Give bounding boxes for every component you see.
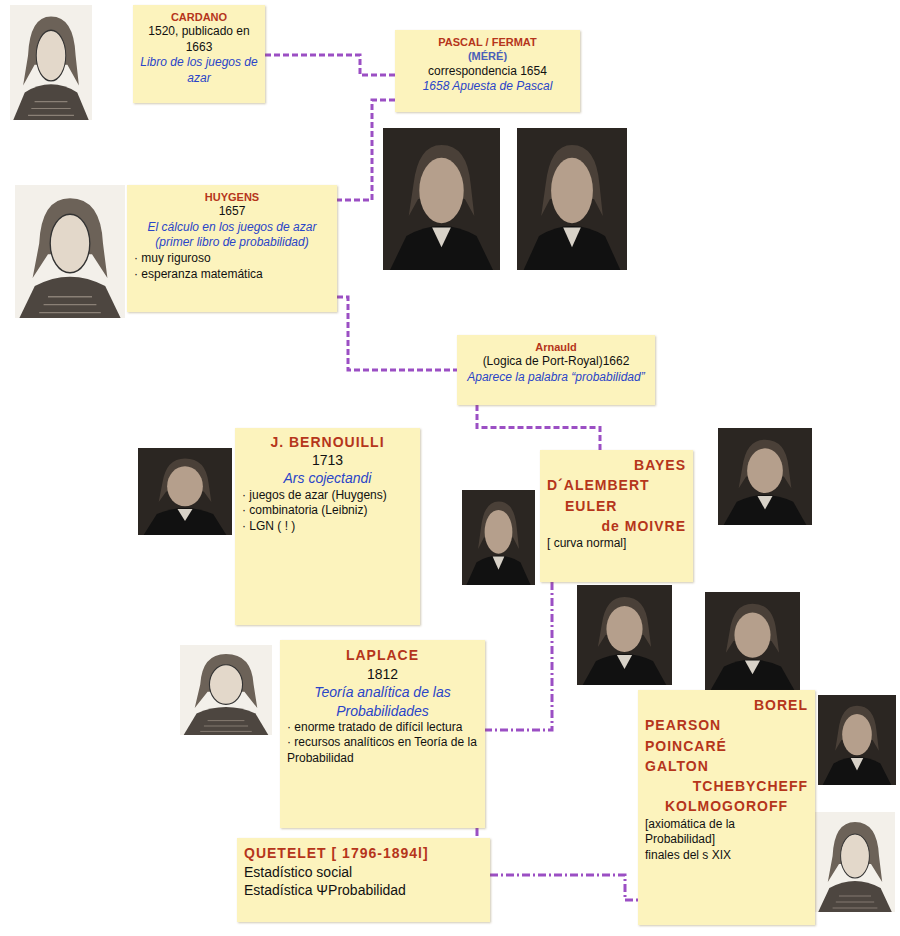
box-text: GALTON [645, 756, 808, 776]
box-text: [axiomática de la Probabilidad] [645, 817, 808, 848]
box-text: 1658 Apuesta de Pascal [402, 79, 573, 95]
box-text: 1520, publicado en 1663 [140, 24, 258, 55]
portrait [718, 428, 812, 525]
portrait [10, 5, 92, 120]
box-text: 1657 [134, 204, 330, 220]
box-text: EULER [547, 496, 686, 516]
portrait [815, 812, 895, 912]
box-text: Estadístico social [244, 863, 483, 881]
box-heading: HUYGENS [134, 190, 330, 204]
box-text: · combinatoria (Leibniz) [242, 503, 413, 519]
laplace-box: LAPLACE1812Teoría analítica de las Proba… [280, 640, 485, 828]
box-text: D´ALEMBERT [547, 475, 686, 495]
portrait [15, 185, 125, 318]
box-text: 1713 [242, 451, 413, 469]
box-heading: CARDANO [140, 10, 258, 24]
box-text: correspondencia 1654 [402, 64, 573, 80]
portrait [138, 448, 232, 535]
box-text: Estadística ΨProbabilidad [244, 881, 483, 899]
eighteenth-century-box: BAYESD´ALEMBERTEULERde MOIVRE[ curva nor… [540, 450, 693, 582]
box-text: Aparece la palabra “probabilidad” [464, 370, 648, 386]
box-text: 1812 [287, 665, 478, 683]
box-text: [ curva normal] [547, 536, 686, 552]
portrait [818, 695, 896, 785]
box-text: Teoría analítica de las Probabilidades [287, 683, 478, 719]
timeline-connector [337, 297, 457, 370]
timeline-connector [476, 828, 479, 838]
box-text: Ars cojectandi [242, 469, 413, 487]
box-text: de MOIVRE [547, 516, 686, 536]
box-text: KOLMOGOROFF [645, 796, 808, 816]
box-text: · enorme tratado de difícil lectura [287, 720, 478, 736]
cardano-box: CARDANO1520, publicado en 1663Libro de l… [133, 5, 265, 103]
box-heading: BOREL [645, 695, 808, 715]
box-text: PEARSON [645, 715, 808, 735]
timeline-connector [477, 405, 600, 450]
timeline-connector [490, 875, 638, 900]
bernoulli-box: J. BERNOUILLI1713Ars cojectandi· juegos … [235, 428, 420, 625]
box-text: finales del s XIX [645, 848, 808, 864]
quetelet-box: QUETELET [ 1796-1894l]Estadístico social… [237, 838, 490, 922]
box-text: · LGN ( ! ) [242, 519, 413, 535]
huygens-box: HUYGENS1657El cálculo en los juegos de a… [127, 185, 337, 312]
box-text: (Logica de Port-Royal)1662 [464, 354, 648, 370]
box-text: · juegos de azar (Huygens) [242, 488, 413, 504]
box-heading: QUETELET [ 1796-1894l] [244, 843, 483, 863]
portrait [577, 585, 672, 685]
pascal-fermat-box: PASCAL / FERMAT(MÉRÉ)correspondencia 165… [395, 30, 580, 112]
box-text: · recursos analíticos en Teoría de la Pr… [287, 735, 478, 766]
box-text: POINCARÉ [645, 736, 808, 756]
box-text: Libro de los juegos de azar [140, 55, 258, 86]
portrait [180, 645, 272, 735]
box-heading: LAPLACE [287, 645, 478, 665]
portrait [462, 490, 535, 585]
box-text: · muy riguroso [134, 251, 330, 267]
arnauld-box: Arnauld(Logica de Port-Royal)1662Aparece… [457, 335, 655, 405]
box-heading: BAYES [547, 455, 686, 475]
portrait [517, 128, 627, 270]
box-text: · esperanza matemática [134, 267, 330, 283]
box-heading: PASCAL / FERMAT [402, 35, 573, 49]
portrait [383, 128, 500, 270]
timeline-connector [337, 100, 395, 200]
box-text: (MÉRÉ) [402, 49, 573, 63]
box-heading: J. BERNOUILLI [242, 433, 413, 451]
box-heading: Arnauld [464, 340, 648, 354]
box-text: El cálculo en los juegos de azar (primer… [134, 220, 330, 251]
timeline-connector [265, 55, 395, 75]
timeline-connector [485, 582, 552, 730]
portrait [705, 592, 800, 690]
modern-era-box: BORELPEARSONPOINCARÉGALTONTCHEBYCHEFFKOL… [638, 690, 815, 925]
box-text: TCHEBYCHEFF [645, 776, 808, 796]
